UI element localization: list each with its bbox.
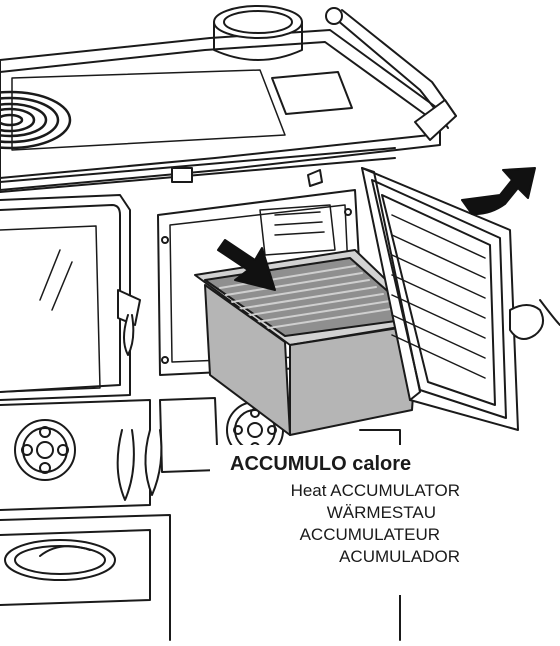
- towel-rail: [0, 147, 396, 193]
- inspection-plate: [271, 71, 353, 115]
- latch-handle-lower-2[interactable]: [144, 429, 163, 496]
- latch-handle-lower-1[interactable]: [116, 429, 135, 501]
- label-translation-de: WÄRMESTAU: [326, 503, 436, 522]
- label-translation-es: ACUMULADOR: [339, 547, 460, 566]
- open-door-arrow-icon: [461, 167, 536, 216]
- oven-handle: [4, 539, 116, 581]
- hotplate-rings-icon: [0, 90, 72, 150]
- label-translation-en: Heat ACCUMULATOR: [290, 481, 460, 500]
- latch-handle-upper[interactable]: [117, 289, 141, 356]
- firebox-door-open[interactable]: [361, 167, 560, 431]
- accumulator-label: ACCUMULO calore Heat ACCUMULATOR WÄRMEST…: [210, 445, 464, 595]
- flue-collar: [213, 5, 303, 61]
- label-title: ACCUMULO calore: [230, 453, 412, 475]
- label-translation-fr: ACCUMULATEUR: [299, 525, 440, 544]
- control-knob-left[interactable]: [14, 419, 76, 481]
- insert-arrow-icon: [217, 239, 276, 291]
- top-rail: [325, 7, 457, 141]
